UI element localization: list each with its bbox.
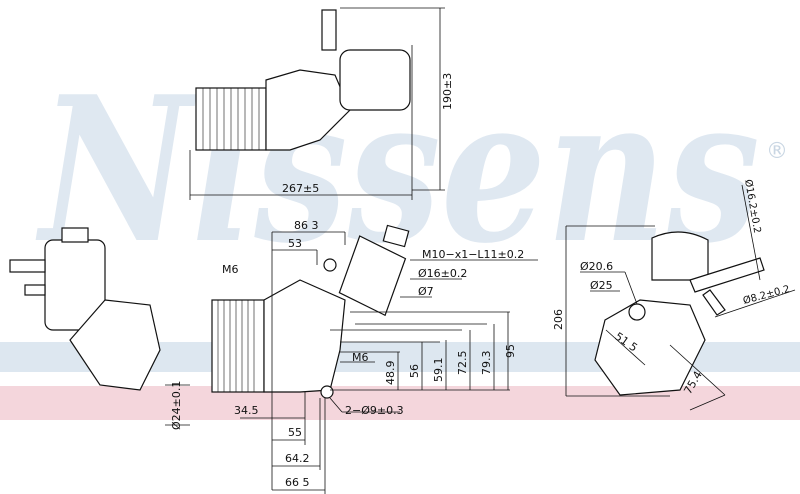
dim-height-59-1: 59.1 bbox=[432, 358, 445, 383]
dim-66-5: 66 5 bbox=[285, 476, 310, 489]
label-m6-top: M6 bbox=[222, 263, 239, 276]
dim-height-48-9: 48.9 bbox=[384, 361, 397, 386]
label-d20-6: Ø20.6 bbox=[580, 260, 613, 273]
dim-height-95: 95 bbox=[504, 344, 517, 358]
dim-53: 53 bbox=[288, 237, 302, 250]
dim-height-206: 206 bbox=[552, 309, 565, 330]
dim-d24: Ø24±0.1 bbox=[170, 381, 183, 430]
dim-55: 55 bbox=[288, 426, 302, 439]
side-view-dim-lines bbox=[565, 184, 796, 411]
front-view-dim-lines bbox=[240, 231, 538, 494]
dim-64-2: 64.2 bbox=[285, 452, 310, 465]
side-view-part bbox=[594, 231, 765, 396]
top-view-dim-lines bbox=[189, 7, 445, 200]
front-view-part bbox=[211, 224, 410, 399]
registered-mark: ® bbox=[766, 139, 788, 164]
dim-height-190: 190±3 bbox=[441, 73, 454, 110]
dim-height-79-3: 79.3 bbox=[480, 351, 493, 376]
label-d16: Ø16±0.2 bbox=[418, 267, 467, 280]
left-view-part bbox=[9, 227, 161, 391]
dim-width-267: 267±5 bbox=[282, 182, 319, 195]
label-holes: 2−Ø9±0.3 bbox=[345, 404, 404, 417]
top-view-part bbox=[195, 9, 411, 151]
dim-86-3: 86 3 bbox=[294, 219, 319, 232]
label-thread: M10−x1−L11±0.2 bbox=[422, 248, 524, 261]
label-m6-mid: M6 bbox=[352, 351, 369, 364]
dim-height-56: 56 bbox=[408, 364, 421, 378]
label-d7: Ø7 bbox=[418, 285, 434, 298]
dim-height-72-5: 72.5 bbox=[456, 351, 469, 376]
label-d25: Ø25 bbox=[590, 279, 613, 292]
dim-34-5: 34.5 bbox=[234, 404, 259, 417]
